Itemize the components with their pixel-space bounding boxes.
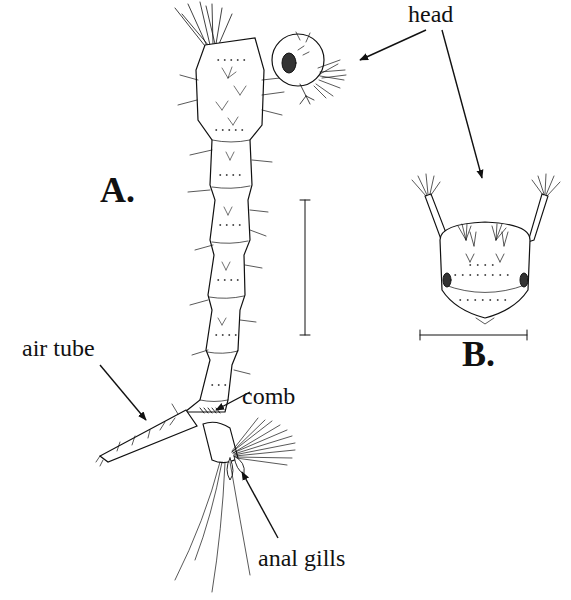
body-setae <box>216 67 246 325</box>
larva-a <box>96 2 346 592</box>
thorax-bristles <box>175 2 232 46</box>
stipple <box>455 265 515 300</box>
mouth-brushes <box>314 60 346 98</box>
leader-arrow <box>100 365 146 420</box>
head-hairs <box>296 32 310 55</box>
leader-arrow <box>360 30 426 60</box>
head-outline-inner <box>445 285 525 324</box>
part-label: air tube <box>22 336 95 360</box>
ventral-brush <box>232 418 295 465</box>
head-capsule <box>440 222 530 318</box>
part-label: anal gills <box>258 546 345 570</box>
scale-bar <box>300 200 310 335</box>
larva-body <box>185 38 264 412</box>
head-b <box>412 174 560 340</box>
leader-arrows <box>100 30 482 538</box>
eye-spot <box>443 273 451 287</box>
caudal-hairs <box>175 462 250 592</box>
head-setae <box>458 224 508 262</box>
leader-arrow <box>242 472 278 538</box>
anal-segment <box>203 422 238 462</box>
antenna-tufts <box>412 174 560 196</box>
leader-arrow <box>442 30 482 178</box>
tube-pecten <box>96 404 178 466</box>
figure-letter: A. <box>100 172 135 208</box>
larva-eye <box>282 53 296 73</box>
antenna <box>300 84 314 104</box>
segment-lines <box>200 140 250 402</box>
part-label: comb <box>242 384 295 408</box>
lateral-hairs <box>178 75 284 374</box>
anal-gills <box>227 456 244 480</box>
larva-head <box>272 34 324 86</box>
stipple <box>212 60 250 385</box>
part-label: head <box>408 2 453 26</box>
figure-letter: B. <box>462 336 495 372</box>
eye-spot <box>520 273 528 287</box>
